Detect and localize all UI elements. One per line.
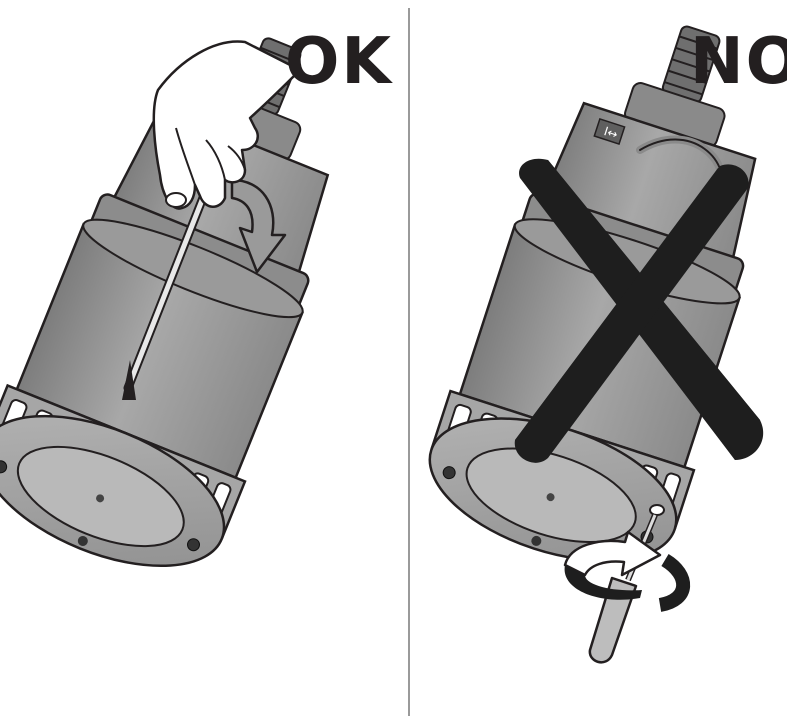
ok-label: OK <box>285 30 393 94</box>
no-label: NO <box>690 30 787 94</box>
